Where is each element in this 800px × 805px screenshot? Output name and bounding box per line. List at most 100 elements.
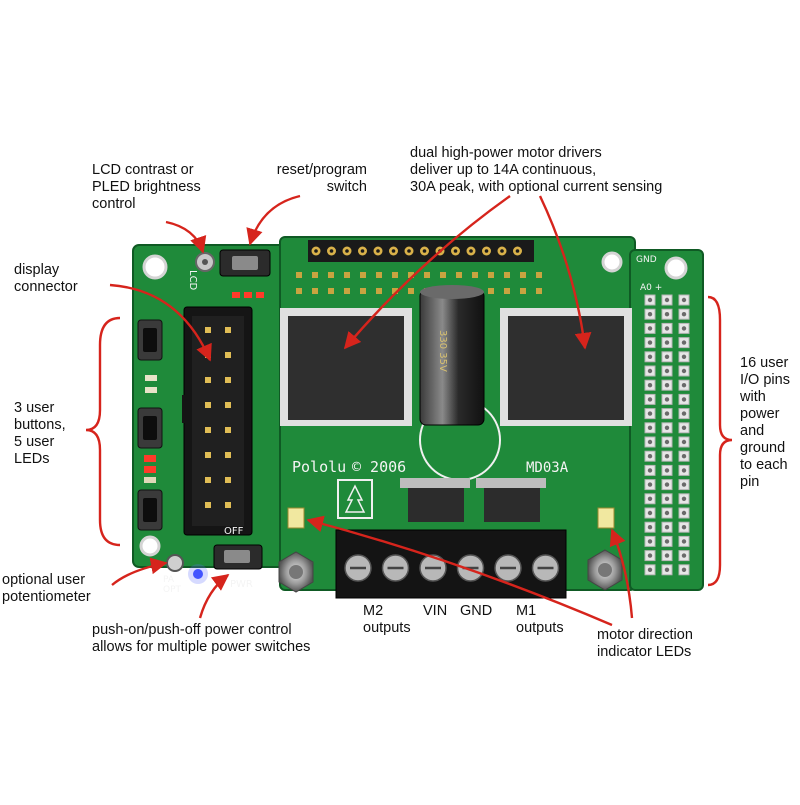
- callout-direction-leds: motor direction indicator LEDs: [597, 627, 693, 660]
- jumper-pin: [360, 288, 366, 294]
- mounting-hole: [601, 251, 623, 273]
- user-potentiometer[interactable]: [166, 554, 184, 572]
- connector-pin: [225, 477, 231, 483]
- jumper-pin: [296, 272, 302, 278]
- jumper-pin: [472, 272, 478, 278]
- jumper-pin: [392, 288, 398, 294]
- arrow-potentiometer: [111, 557, 168, 586]
- connector-pin: [205, 327, 211, 333]
- arrow-power-control: [198, 573, 230, 619]
- callout-display-connector: display connector: [14, 262, 78, 295]
- connector-pin: [225, 402, 231, 408]
- power-transistor: [400, 478, 470, 522]
- jumper-pin: [536, 272, 542, 278]
- jumper-pin: [296, 288, 302, 294]
- callout-vin: VIN: [423, 603, 448, 619]
- connector-pin: [225, 452, 231, 458]
- connector-pin: [205, 477, 211, 483]
- connector-pin: [205, 452, 211, 458]
- silk-year: © 2006: [352, 458, 406, 476]
- callout-io-pins: 16 user I/O pins with power and ground t…: [740, 355, 790, 490]
- jumper-pin: [344, 288, 350, 294]
- user-led: [144, 455, 156, 462]
- user-button[interactable]: [137, 407, 163, 449]
- motor-driver-chip-m2: [280, 308, 412, 426]
- user-led: [144, 466, 156, 473]
- jumper-pin: [392, 272, 398, 278]
- callout-motor-drivers: dual high-power motor drivers deliver up…: [410, 145, 663, 195]
- jumper-pin: [440, 272, 446, 278]
- jumper-pin: [488, 272, 494, 278]
- status-led: [244, 292, 252, 298]
- arrow-lcd-contrast: [165, 220, 207, 254]
- jumper-pin: [408, 288, 414, 294]
- user-button[interactable]: [137, 489, 163, 531]
- silk-pwr: PWR: [230, 579, 253, 590]
- user-led: [145, 387, 157, 393]
- power-led: [193, 569, 203, 579]
- arrow-motor-driver-m1: [538, 195, 592, 350]
- jumper-pin: [536, 288, 542, 294]
- silk-pa: PA: [163, 575, 175, 585]
- jumper-pin: [408, 272, 414, 278]
- callout-m1-outputs: M1 outputs: [516, 603, 564, 636]
- user-led: [145, 375, 157, 381]
- standoff-nut: [587, 549, 623, 591]
- user-led: [144, 477, 156, 483]
- power-transistor: [476, 478, 546, 522]
- standoff-nut: [278, 551, 314, 593]
- connector-pin: [225, 327, 231, 333]
- mounting-hole: [139, 535, 161, 557]
- silk-brand: Pololu: [292, 458, 346, 476]
- motor-direction-led: [597, 507, 615, 529]
- silk-a0: A0 +: [640, 283, 662, 293]
- jumper-pin: [520, 272, 526, 278]
- arrow-display-connector: [109, 283, 212, 362]
- arrow-motor-driver-m2: [343, 195, 511, 350]
- silk-lcd: LCD: [187, 270, 198, 291]
- connector-pin: [205, 377, 211, 383]
- mounting-hole: [664, 256, 688, 280]
- silk-opt: OPT: [163, 585, 182, 595]
- jumper-pin: [504, 288, 510, 294]
- mounting-hole: [142, 254, 168, 280]
- status-led: [256, 292, 264, 298]
- connector-pin: [205, 427, 211, 433]
- motor-direction-led: [287, 507, 305, 529]
- silk-model: MD03A: [526, 460, 569, 476]
- callout-m2-outputs: M2 outputs: [363, 603, 411, 636]
- jumper-pin: [456, 272, 462, 278]
- user-button[interactable]: [137, 319, 163, 361]
- jumper-pin: [312, 288, 318, 294]
- callout-potentiometer: optional user potentiometer: [2, 572, 91, 605]
- callout-arrows: [85, 194, 733, 627]
- jumper-pin: [376, 288, 382, 294]
- connector-pin: [205, 502, 211, 508]
- brace-io-pins: [707, 295, 733, 587]
- jumper-pin: [424, 272, 430, 278]
- brace-user-buttons: [85, 316, 121, 547]
- callout-reset-switch: reset/program switch: [276, 162, 367, 195]
- jumper-pin: [488, 288, 494, 294]
- silk-capacitor: 330 35V: [437, 330, 448, 372]
- arrow-direction-led-m1: [609, 528, 634, 619]
- status-led: [232, 292, 240, 298]
- motor-driver-chip-m1: [500, 308, 632, 426]
- jumper-pin: [504, 272, 510, 278]
- pololu-logo-mark: [337, 479, 373, 519]
- connector-pin: [205, 402, 211, 408]
- jumper-pin: [312, 272, 318, 278]
- jumper-pin: [520, 288, 526, 294]
- jumper-pin: [328, 272, 334, 278]
- silk-off: OFF: [224, 526, 244, 537]
- silk-gnd: GND: [636, 255, 657, 265]
- connector-pin: [225, 352, 231, 358]
- connector-pin: [225, 377, 231, 383]
- jumper-pin: [344, 272, 350, 278]
- arrow-direction-led-m2: [306, 515, 613, 627]
- callout-lcd-contrast: LCD contrast or PLED brightness control: [92, 162, 201, 212]
- jumper-pin: [360, 272, 366, 278]
- connector-pin: [225, 502, 231, 508]
